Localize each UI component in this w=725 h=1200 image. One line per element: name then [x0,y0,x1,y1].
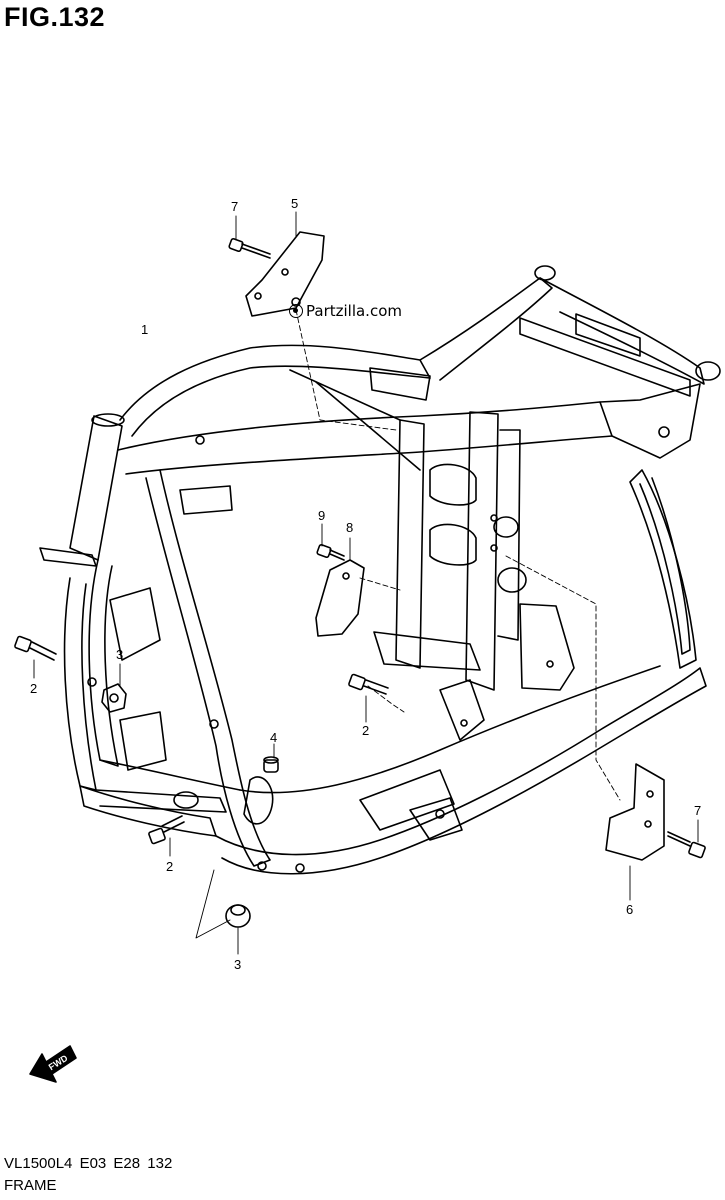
leader-lines [33,211,699,955]
bolt-part-2-center [348,673,389,695]
watermark-text: Partzilla.com [306,302,402,320]
bolt-part-9 [316,544,345,561]
bracket-part-5 [245,231,325,317]
callout-2-lower: 2 [166,859,174,874]
callout-8: 8 [346,520,354,535]
fwd-arrow-icon: FWD [29,1045,77,1083]
figure-title: FIG.132 [4,2,106,32]
bolt-part-7-lower [667,831,706,859]
bolt-part-2-lower [148,815,185,845]
callout-5: 5 [291,196,299,211]
callout-9: 9 [318,508,326,523]
callout-7-upper: 7 [231,199,239,214]
nut-part-3-lower [225,904,251,928]
callout-1: 1 [141,322,149,337]
nut-part-4 [263,756,279,773]
callout-2-left: 2 [30,681,38,696]
callout-7-lower: 7 [694,803,702,818]
nut-part-3-upper [101,683,127,713]
callout-3-upper: 3 [116,647,124,662]
partzilla-logo-icon [289,304,303,318]
bracket-part-6 [605,763,665,861]
callout-6: 6 [626,902,634,917]
bracket-part-8 [315,559,365,637]
callout-3-lower: 3 [234,957,242,972]
model-code: VL1500L4 E03 E28 132 [4,1155,173,1172]
bolt-part-2-left [14,635,57,661]
callout-2-center: 2 [362,723,370,738]
watermark: Partzilla.com [289,302,402,320]
section-name: FRAME [4,1177,57,1194]
callout-4: 4 [270,730,278,745]
bolt-part-7-upper [228,238,271,259]
main-frame [39,265,721,875]
